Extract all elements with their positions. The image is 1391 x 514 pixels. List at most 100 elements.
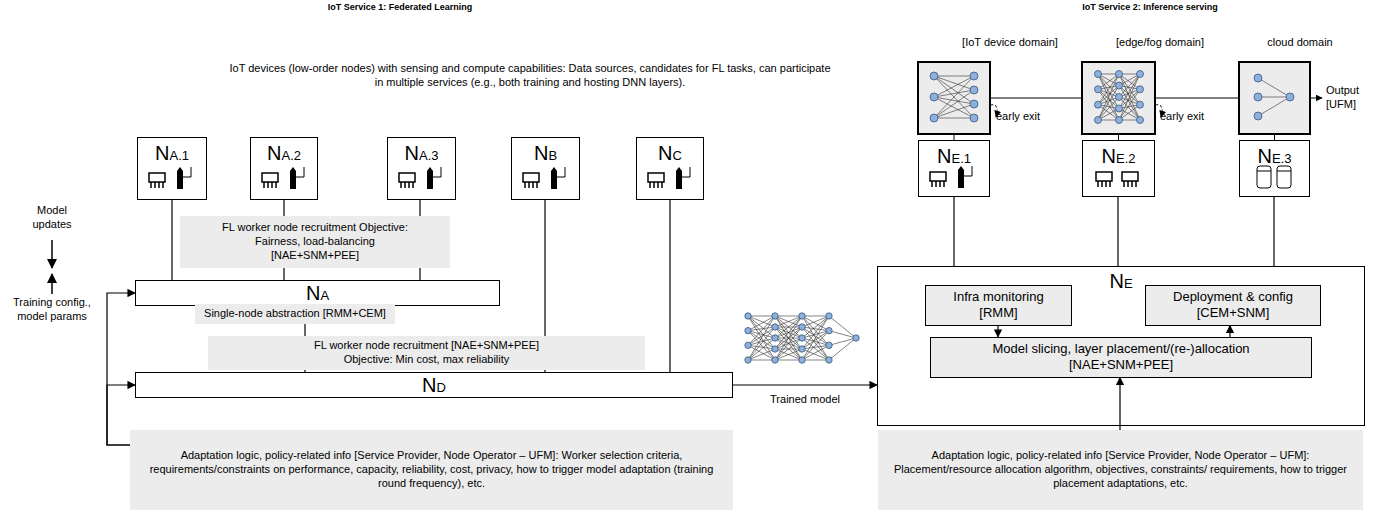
net-neuron bbox=[799, 313, 805, 319]
net-neuron bbox=[772, 324, 778, 330]
net-neuron bbox=[1116, 82, 1123, 89]
chip-pin bbox=[524, 182, 526, 188]
chip-pin bbox=[1101, 181, 1103, 187]
net-link bbox=[934, 76, 974, 118]
net-neuron bbox=[826, 313, 832, 319]
annotation-label: cloud domain bbox=[1250, 36, 1350, 50]
chip-pin bbox=[1123, 181, 1125, 187]
net-link bbox=[775, 349, 802, 360]
sensor-icon bbox=[427, 167, 441, 189]
node-text: Deployment & config [CEM+SNM] bbox=[1163, 289, 1303, 322]
net-neuron bbox=[1286, 93, 1294, 101]
net-link bbox=[748, 316, 775, 349]
device-node: NE.1 bbox=[918, 140, 990, 197]
net-neuron bbox=[1254, 93, 1262, 101]
flow-arrow bbox=[51, 240, 53, 268]
net-link bbox=[775, 316, 802, 327]
chip-body bbox=[262, 173, 278, 182]
sensor-icon bbox=[290, 167, 304, 189]
net-link bbox=[748, 331, 775, 349]
connector bbox=[107, 293, 135, 445]
net-neuron bbox=[1137, 71, 1144, 78]
sensor-lead bbox=[183, 167, 191, 177]
net-link bbox=[748, 316, 775, 331]
sensor-body bbox=[290, 171, 296, 189]
net-link bbox=[802, 331, 829, 338]
chip-pin bbox=[939, 181, 941, 187]
net-link bbox=[829, 331, 856, 338]
chip-body bbox=[930, 172, 946, 181]
chip-pin bbox=[653, 182, 655, 188]
annotation-label: Model updates bbox=[22, 204, 82, 232]
net-link bbox=[775, 316, 802, 360]
sensor-body bbox=[551, 171, 557, 189]
neural-net bbox=[1095, 71, 1144, 124]
net-neuron bbox=[1254, 112, 1262, 120]
net-link bbox=[802, 338, 829, 360]
net-link bbox=[802, 316, 829, 360]
net-link bbox=[775, 349, 802, 360]
chip-pin bbox=[158, 182, 160, 188]
net-neuron bbox=[799, 335, 805, 341]
connector bbox=[953, 197, 954, 266]
connector bbox=[669, 200, 670, 372]
device-node: NB bbox=[511, 137, 580, 200]
device-node: NA.3 bbox=[387, 137, 456, 200]
net-neuron bbox=[970, 114, 978, 122]
sensor-icon bbox=[676, 167, 690, 189]
annotation-box: Adaptation logic, policy-related info [S… bbox=[878, 430, 1363, 510]
net-neuron bbox=[799, 324, 805, 330]
node-text: NA.3 bbox=[405, 142, 439, 164]
chip-pin bbox=[400, 182, 402, 188]
net-link bbox=[1258, 78, 1290, 97]
net-link bbox=[802, 331, 829, 349]
net-link bbox=[802, 345, 829, 360]
annotation-label: Training config., model params bbox=[2, 296, 102, 324]
net-link bbox=[802, 345, 829, 349]
net-link bbox=[775, 316, 802, 338]
device-node: NA.2 bbox=[250, 137, 318, 200]
net-neuron bbox=[1116, 105, 1123, 112]
net-neuron bbox=[853, 335, 859, 341]
chip-pin bbox=[532, 182, 534, 188]
sensor-body bbox=[427, 171, 433, 189]
orchestrator-box: NEInfra monitoring [RMM]Deployment & con… bbox=[877, 266, 1365, 426]
net-neuron bbox=[826, 357, 832, 363]
net-neuron bbox=[1095, 101, 1102, 108]
edge-label: Trained model bbox=[768, 393, 842, 405]
sensor-lead bbox=[433, 167, 441, 177]
sensor-lead bbox=[296, 167, 304, 177]
net-neuron bbox=[970, 86, 978, 94]
net-link bbox=[748, 327, 775, 331]
dnn-slice-box bbox=[1239, 62, 1310, 134]
net-link bbox=[802, 316, 829, 327]
net-link bbox=[934, 104, 974, 118]
node-text: Infra monitoring [RMM] bbox=[939, 289, 1059, 322]
net-link bbox=[748, 345, 775, 360]
net-link bbox=[802, 316, 829, 349]
net-link bbox=[802, 327, 829, 345]
section-title: IoT Service 1: Federated Learning bbox=[200, 2, 600, 13]
net-link bbox=[802, 331, 829, 360]
node-text: Adaptation logic, policy-related info [S… bbox=[884, 449, 1357, 490]
annotation-label: IoT devices (low-order nodes) with sensi… bbox=[225, 62, 835, 90]
sensor-tip bbox=[676, 167, 682, 171]
annotation-label: Output [UFM] bbox=[1326, 84, 1376, 112]
net-neuron bbox=[772, 357, 778, 363]
device-node: NA.1 bbox=[137, 137, 207, 200]
node-text: NE.2 bbox=[1102, 145, 1136, 167]
chip-body bbox=[1096, 172, 1112, 181]
net-link bbox=[775, 360, 802, 361]
node-text: ND bbox=[422, 374, 446, 396]
net-neuron bbox=[826, 327, 832, 333]
sensor-icon bbox=[551, 167, 565, 189]
annotation-label: [edge/fog domain] bbox=[1095, 36, 1225, 50]
dnn-slice-box bbox=[918, 62, 990, 134]
sensor-tip bbox=[958, 166, 964, 170]
server-body bbox=[1257, 166, 1271, 188]
annotation-box: FL worker node recruitment [NAE+SNM+PEE]… bbox=[208, 336, 645, 370]
pipeline-link bbox=[990, 98, 1082, 99]
annotation-label: [IoT device domain] bbox=[940, 36, 1080, 50]
chip-pin bbox=[528, 182, 530, 188]
connector bbox=[733, 384, 877, 385]
